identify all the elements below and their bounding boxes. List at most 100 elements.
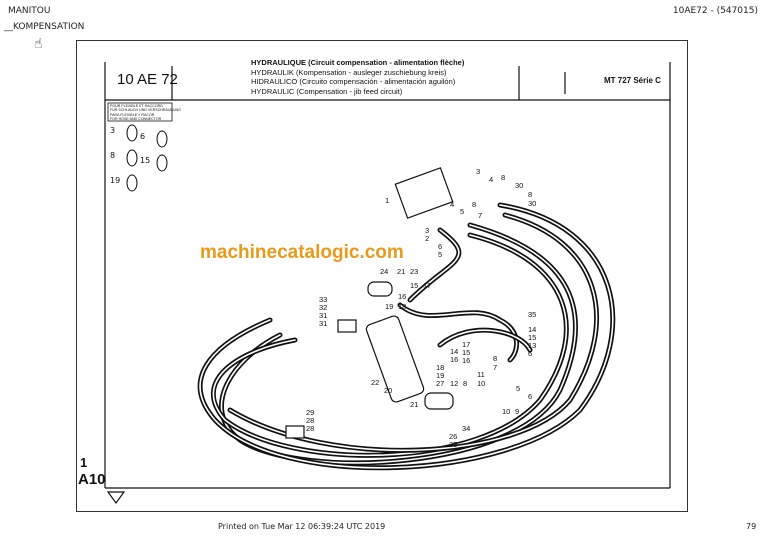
part-callout: 16: [450, 355, 458, 364]
part-callout: 12: [450, 379, 458, 388]
hose-clamp-icon: [126, 124, 138, 142]
hydraulic-hose: [439, 329, 531, 351]
part-callout: 9: [515, 407, 519, 416]
clamp-ref-label: 19: [110, 176, 120, 185]
part-callout: 14: [450, 347, 458, 356]
part-callout: 35: [449, 440, 457, 449]
part-callout: 5: [516, 384, 520, 393]
legend-line: FUR SCHLAUCH UND VERSCHRAUBUNG: [110, 108, 181, 113]
part-callout: 30: [528, 199, 536, 208]
part-callout: 2: [425, 234, 429, 243]
part-callout: 15: [462, 348, 470, 357]
part-callout: 14: [528, 325, 536, 334]
part-callout: 34: [462, 424, 470, 433]
title-en: HYDRAULIC (Compensation - jib feed circu…: [251, 86, 403, 96]
hydraulic-hose: [399, 304, 518, 361]
part-callout: 22: [371, 378, 379, 387]
part-callout: 7: [493, 363, 497, 372]
part-callout: 6: [528, 349, 532, 358]
clamp-ref-label: 8: [110, 151, 115, 160]
part-callout: 19: [436, 371, 444, 380]
part-callout: 8: [493, 354, 497, 363]
down-arrow-marker[interactable]: [106, 491, 126, 505]
part-callout: 29: [306, 408, 314, 417]
part-callout: 11: [477, 370, 485, 379]
hydraulic-hose: [199, 204, 614, 469]
page-number: 79: [746, 522, 757, 531]
hydraulic-hose: [409, 229, 460, 301]
part-callout: 32: [319, 303, 327, 312]
part-callout: 8: [528, 190, 532, 199]
part-callout: 17: [423, 281, 431, 290]
hand-pointer-icon[interactable]: ☝: [34, 36, 43, 52]
hose-clamp-icon: [126, 174, 138, 192]
title-de: HYDRAULIK (Kompensation - ausleger zusch…: [251, 67, 447, 77]
part-callout: 27: [436, 379, 444, 388]
part-callout: 21: [410, 400, 418, 409]
part-callout: 15: [410, 281, 418, 290]
part-callout: 16: [462, 356, 470, 365]
page-marker: A10: [78, 471, 106, 488]
document-reference: 10AE72 - (547015): [672, 6, 758, 16]
brand-label: MANITOU: [8, 6, 51, 16]
clamp-ref-label: 6: [140, 132, 145, 141]
part-callout: 8: [472, 200, 476, 209]
model-label: MT 727 Série C: [604, 76, 661, 85]
hose-clamp-icon: [156, 154, 168, 172]
drawing-frame: [76, 40, 688, 512]
hose-clamp-icon: [126, 149, 138, 167]
hydraulic-hose: [229, 214, 598, 452]
part-callout: 6: [438, 242, 442, 251]
part-callout: 21: [397, 267, 405, 276]
hose-clamp-icon: [156, 130, 168, 148]
part-callout: 15: [528, 333, 536, 342]
legend-line: POUR FLEXIBLE ET RACCORD: [110, 104, 163, 108]
part-callout: 33: [319, 295, 327, 304]
part-callout: 26: [449, 432, 457, 441]
part-callout: 28: [306, 416, 314, 425]
distributor-valve: [394, 167, 454, 219]
part-callout: 31: [319, 319, 327, 328]
section-link[interactable]: __KOMPENSATION: [4, 22, 85, 32]
part-callout: 16: [398, 292, 406, 301]
part-callout: 8: [501, 173, 505, 182]
part-callout: 1: [385, 196, 389, 205]
legend-line: FOR HOSE AND CONNECTOR: [110, 116, 162, 121]
page-marker-top: 1: [80, 455, 88, 470]
part-callout: 23: [410, 267, 418, 276]
part-callout: 31: [319, 311, 327, 320]
sheet-titles: HYDRAULIQUE (Circuit compensation - alim…: [251, 58, 464, 96]
part-callout: 35: [528, 310, 536, 319]
watermark: machinecatalogic.com: [200, 242, 404, 263]
printed-date: Printed on Tue Mar 12 06:39:24 UTC 2019: [218, 522, 386, 531]
legend-line: PARA FLEXIBLE Y RACOR: [110, 112, 155, 117]
part-callout: 28: [306, 424, 314, 433]
part-callout: 13: [528, 341, 536, 350]
clamp-ref-label: 3: [110, 126, 115, 135]
part-callout: 24: [380, 267, 388, 276]
title-fr: HYDRAULIQUE (Circuit compensation - alim…: [251, 58, 465, 67]
sheet-code: 10 AE 72: [117, 71, 178, 88]
title-es: HIDRAULICO (Circuito compensación - alim…: [251, 77, 456, 86]
part-callout: 18: [436, 363, 444, 372]
part-callout: 10: [477, 379, 485, 388]
clamp-ref-label: 15: [140, 156, 150, 165]
part-callout: 4: [489, 175, 493, 184]
part-callout: 8: [463, 379, 467, 388]
part-callout: 3: [425, 226, 429, 235]
part-callout: 30: [515, 181, 523, 190]
part-callout: 4: [450, 200, 454, 209]
hydraulic-hose: [220, 224, 577, 464]
part-callout: 5: [438, 250, 442, 259]
part-callout: 7: [478, 211, 482, 220]
part-callout: 5: [460, 207, 464, 216]
part-callout: 17: [462, 340, 470, 349]
part-callout: 10: [502, 407, 510, 416]
part-callout: 20: [384, 386, 392, 395]
part-callout: 18: [398, 302, 406, 311]
part-callout: 6: [528, 392, 532, 401]
part-callout: 3: [476, 167, 480, 176]
part-callout: 19: [385, 302, 393, 311]
hose-legend: POUR FLEXIBLE ET RACCORD FUR SCHLAUCH UN…: [110, 104, 181, 121]
